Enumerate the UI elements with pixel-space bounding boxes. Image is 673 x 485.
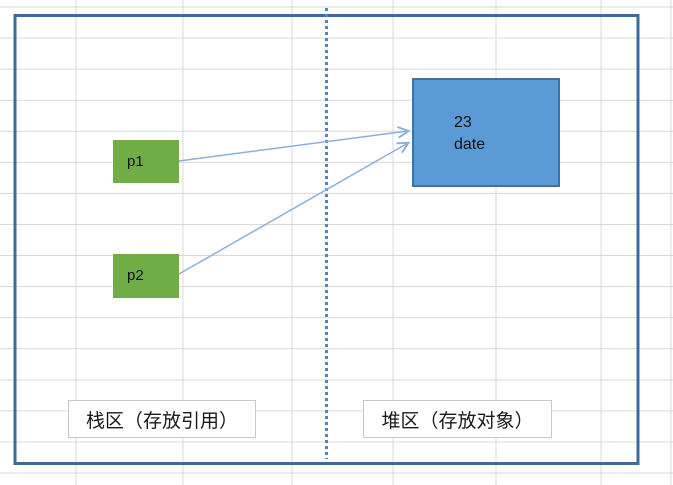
p1-pointer-box: p1 bbox=[113, 140, 179, 183]
heap-object-name: date bbox=[454, 136, 486, 153]
p2-label: p2 bbox=[127, 267, 144, 284]
heap-object-value: 23 bbox=[454, 114, 472, 131]
heap-object-box: 23 date bbox=[412, 78, 560, 187]
arrow-p1-to-object bbox=[178, 131, 408, 162]
stack-area-label-box: 栈区（存放引用） bbox=[68, 400, 256, 438]
heap-area-label-box: 堆区（存放对象） bbox=[363, 400, 552, 438]
p2-pointer-box: p2 bbox=[113, 254, 179, 298]
stack-area-label: 栈区（存放引用） bbox=[85, 409, 238, 432]
arrow-p2-to-object bbox=[178, 143, 408, 275]
heap-area-label: 堆区（存放对象） bbox=[381, 409, 534, 432]
p1-label: p1 bbox=[127, 153, 144, 170]
